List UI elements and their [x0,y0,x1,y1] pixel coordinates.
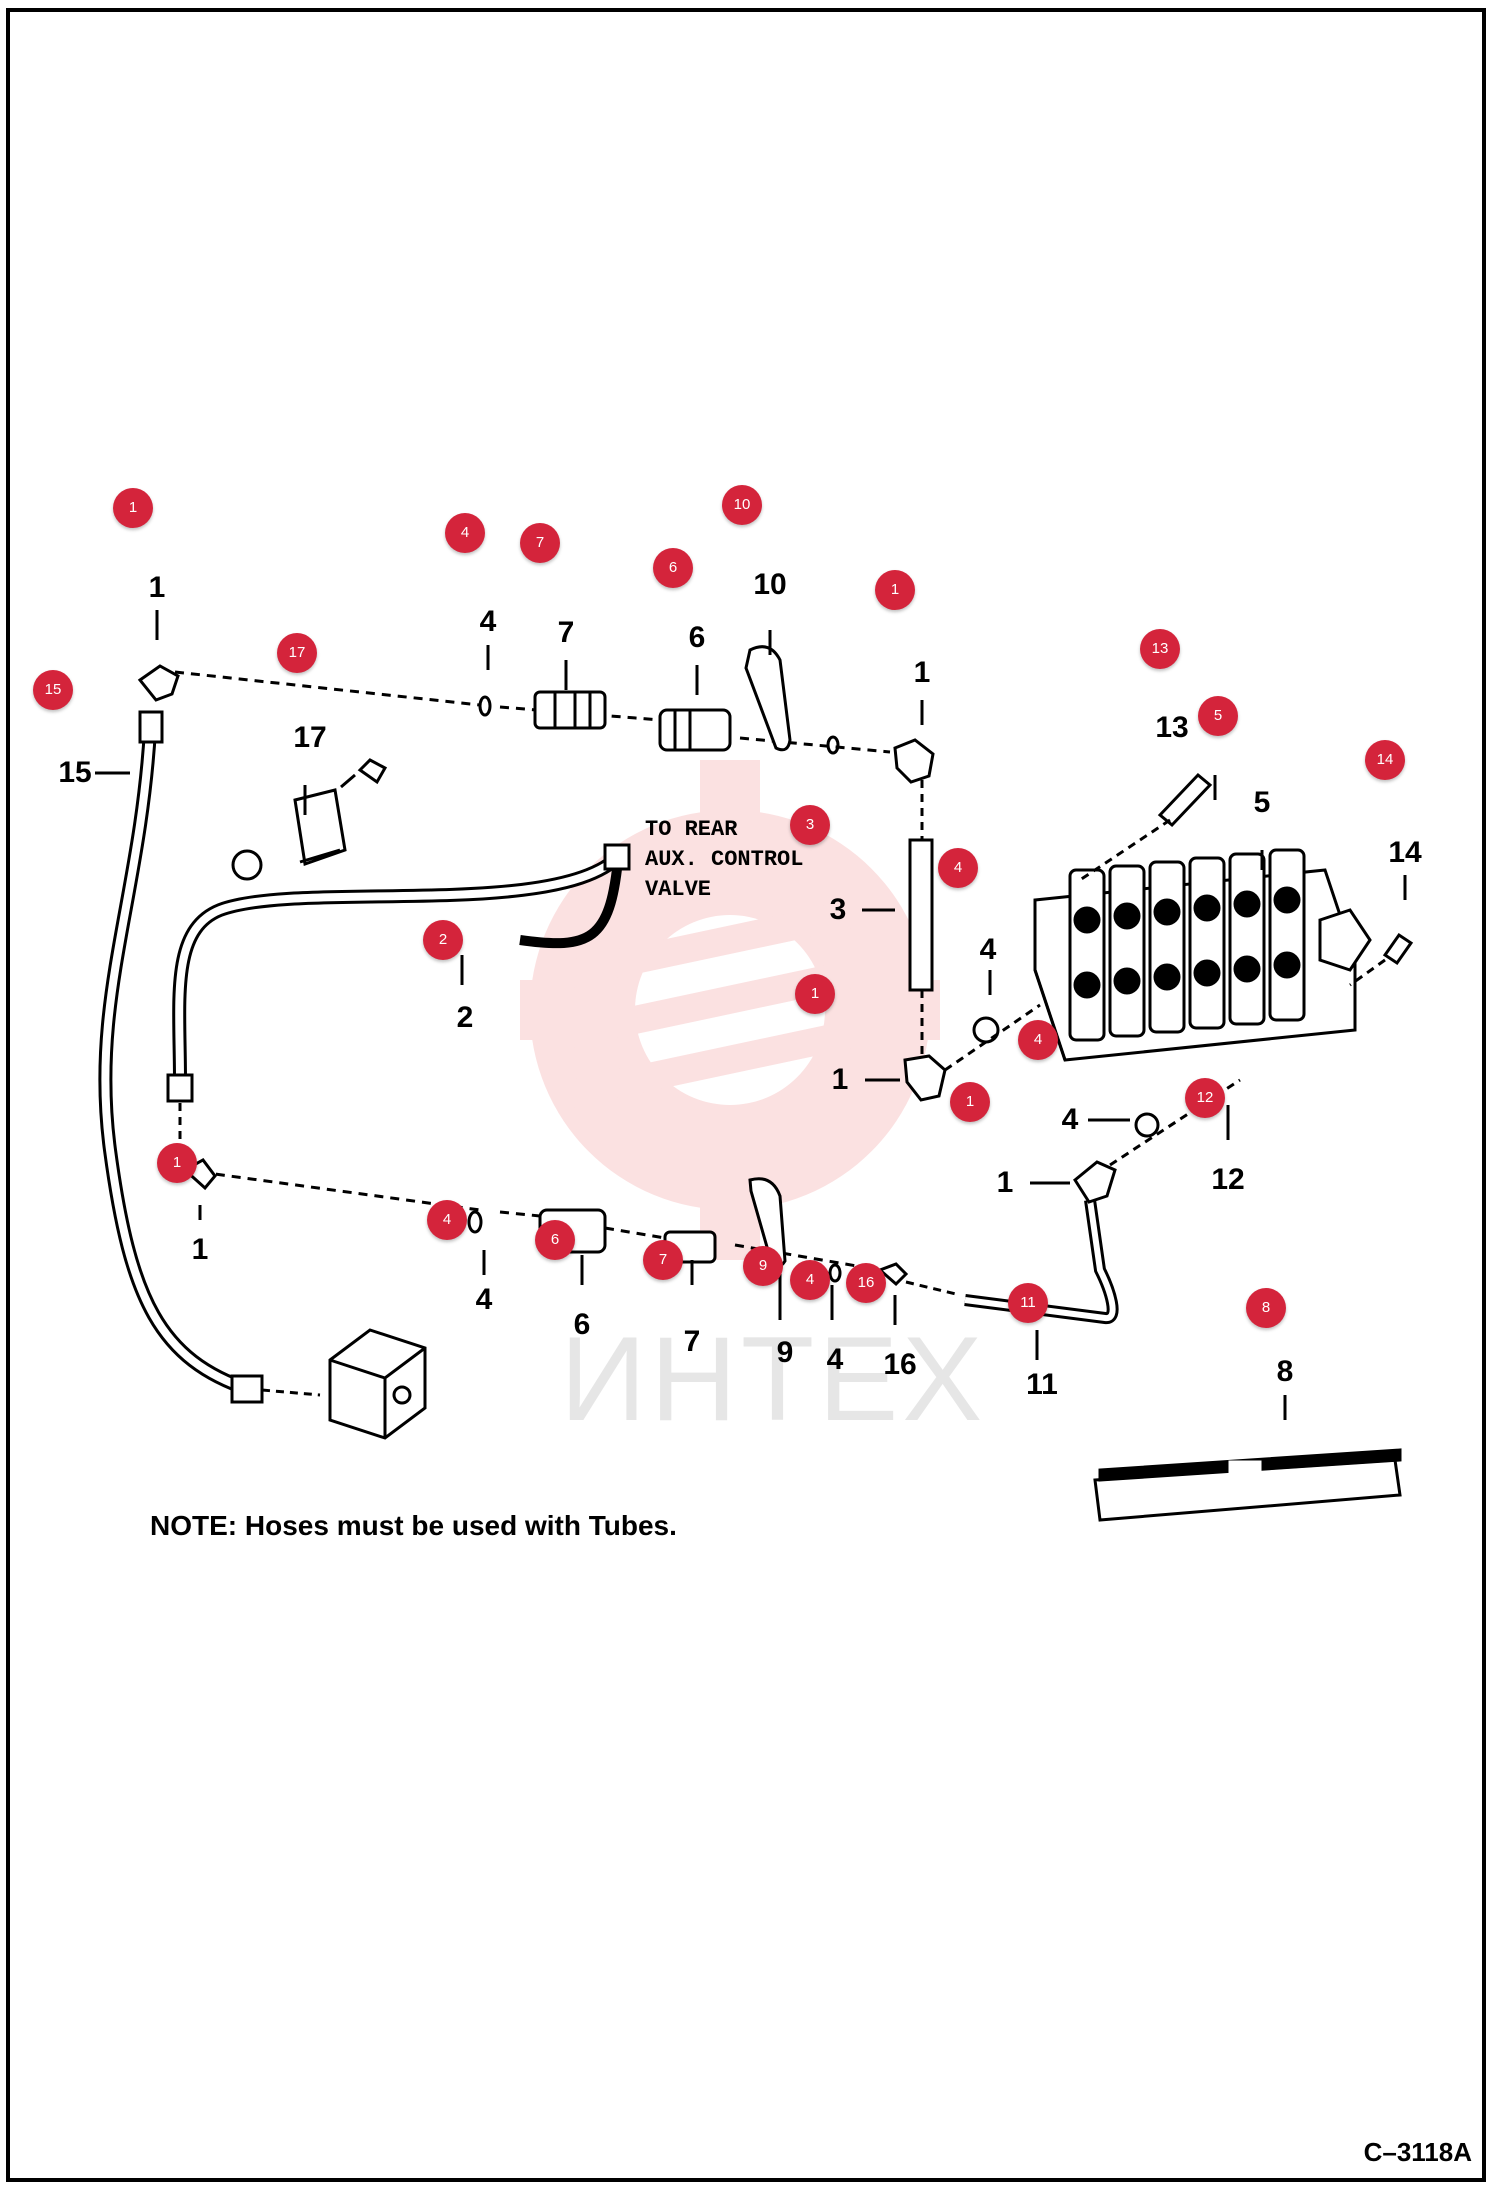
callout-badge[interactable]: 8 [1246,1288,1286,1328]
diagram-frame [6,8,1486,2182]
hose-note: NOTE: Hoses must be used with Tubes. [150,1510,677,1541]
callout-badge[interactable]: 4 [427,1200,467,1240]
part-label: 8 [1276,1355,1294,1388]
callout-badge[interactable]: 14 [1365,740,1405,780]
adapter-top [533,690,607,730]
callout-badge[interactable]: 15 [33,670,73,710]
o-ring-right [1134,1112,1160,1138]
part-label: 7 [683,1325,701,1358]
callout-badge[interactable]: 13 [1140,629,1180,669]
callout-badge[interactable]: 16 [846,1263,886,1303]
bolt-14 [1382,932,1414,966]
part-label: 6 [688,621,706,654]
part-label: 11 [1026,1368,1058,1401]
part-label: 5 [1253,786,1271,819]
part-label: 3 [829,893,847,926]
part-label: 1 [831,1063,849,1096]
callout-badge[interactable]: 10 [722,485,762,525]
part-label: 17 [293,721,327,754]
callout-badge[interactable]: 7 [643,1240,683,1280]
part-label: 10 [753,568,787,601]
coupler-top [658,708,732,752]
part-label: 1 [148,571,166,604]
part-label: 1 [191,1233,209,1266]
destination-line-3: VALVE [645,877,712,902]
part-label: 6 [573,1308,591,1341]
watermark-text: ИНТЕХ [560,1312,987,1446]
part-label: 12 [1211,1163,1245,1196]
callout-badge[interactable]: 4 [790,1260,830,1300]
part-label: 1 [996,1166,1014,1199]
figure-code: C–3118A [1363,2137,1472,2167]
callout-badge[interactable]: 1 [795,974,835,1014]
callout-badge[interactable]: 4 [445,513,485,553]
part-label: 9 [776,1336,794,1369]
callout-badge[interactable]: 7 [520,523,560,563]
callout-badge[interactable]: 3 [790,805,830,845]
part-label: 15 [58,756,92,789]
part-label: 14 [1388,836,1422,869]
callout-badge[interactable]: 6 [653,548,693,588]
callout-badge[interactable]: 1 [950,1082,990,1122]
dust-cap-top [744,645,792,752]
callout-badge[interactable]: 2 [423,920,463,960]
callout-badge[interactable]: 6 [535,1220,575,1260]
destination-line-1: TO REAR [645,817,738,842]
part-label: 4 [479,605,497,638]
callout-badge[interactable]: 5 [1198,696,1238,736]
callout-badge[interactable]: 1 [157,1143,197,1183]
elbow-fitting-mid [903,1054,947,1102]
o-ring-mid [972,1016,1000,1044]
o-ring-top [478,695,492,717]
callout-badge[interactable]: 12 [1185,1078,1225,1118]
elbow-fitting-top-left [137,664,180,702]
elbow-fitting-right [1073,1160,1117,1204]
callout-badge[interactable]: 1 [113,488,153,528]
manifold-block [328,1328,427,1440]
callout-badge[interactable]: 4 [1018,1020,1058,1060]
callout-badge[interactable]: 9 [743,1246,783,1286]
part-label: 4 [475,1283,493,1316]
part-label: 4 [1061,1103,1079,1136]
callout-badge[interactable]: 11 [1008,1283,1048,1323]
o-ring-bottom [467,1210,483,1234]
bracket-17 [293,788,347,867]
bolt-17 [340,758,388,789]
o-ring-bottom-2 [828,1263,842,1283]
nut-17 [231,849,263,881]
part-label: 13 [1155,711,1189,744]
watermark-gear-icon [520,760,940,1260]
tube-3 [908,838,934,992]
part-label: 4 [826,1343,844,1376]
part-label: 1 [913,656,931,689]
callout-badge[interactable]: 1 [875,570,915,610]
o-ring-top-2 [826,735,840,755]
callout-badge[interactable]: 4 [938,848,978,888]
part-label: 16 [883,1348,917,1381]
connector-16 [877,1262,909,1287]
destination-line-2: AUX. CONTROL [645,847,804,872]
bolt-13 [1157,772,1213,828]
elbow-fitting-top-right [893,738,935,784]
part-label: 2 [456,1001,474,1034]
part-label: 7 [557,616,575,649]
part-label: 4 [979,933,997,966]
callout-badge[interactable]: 17 [277,633,317,673]
